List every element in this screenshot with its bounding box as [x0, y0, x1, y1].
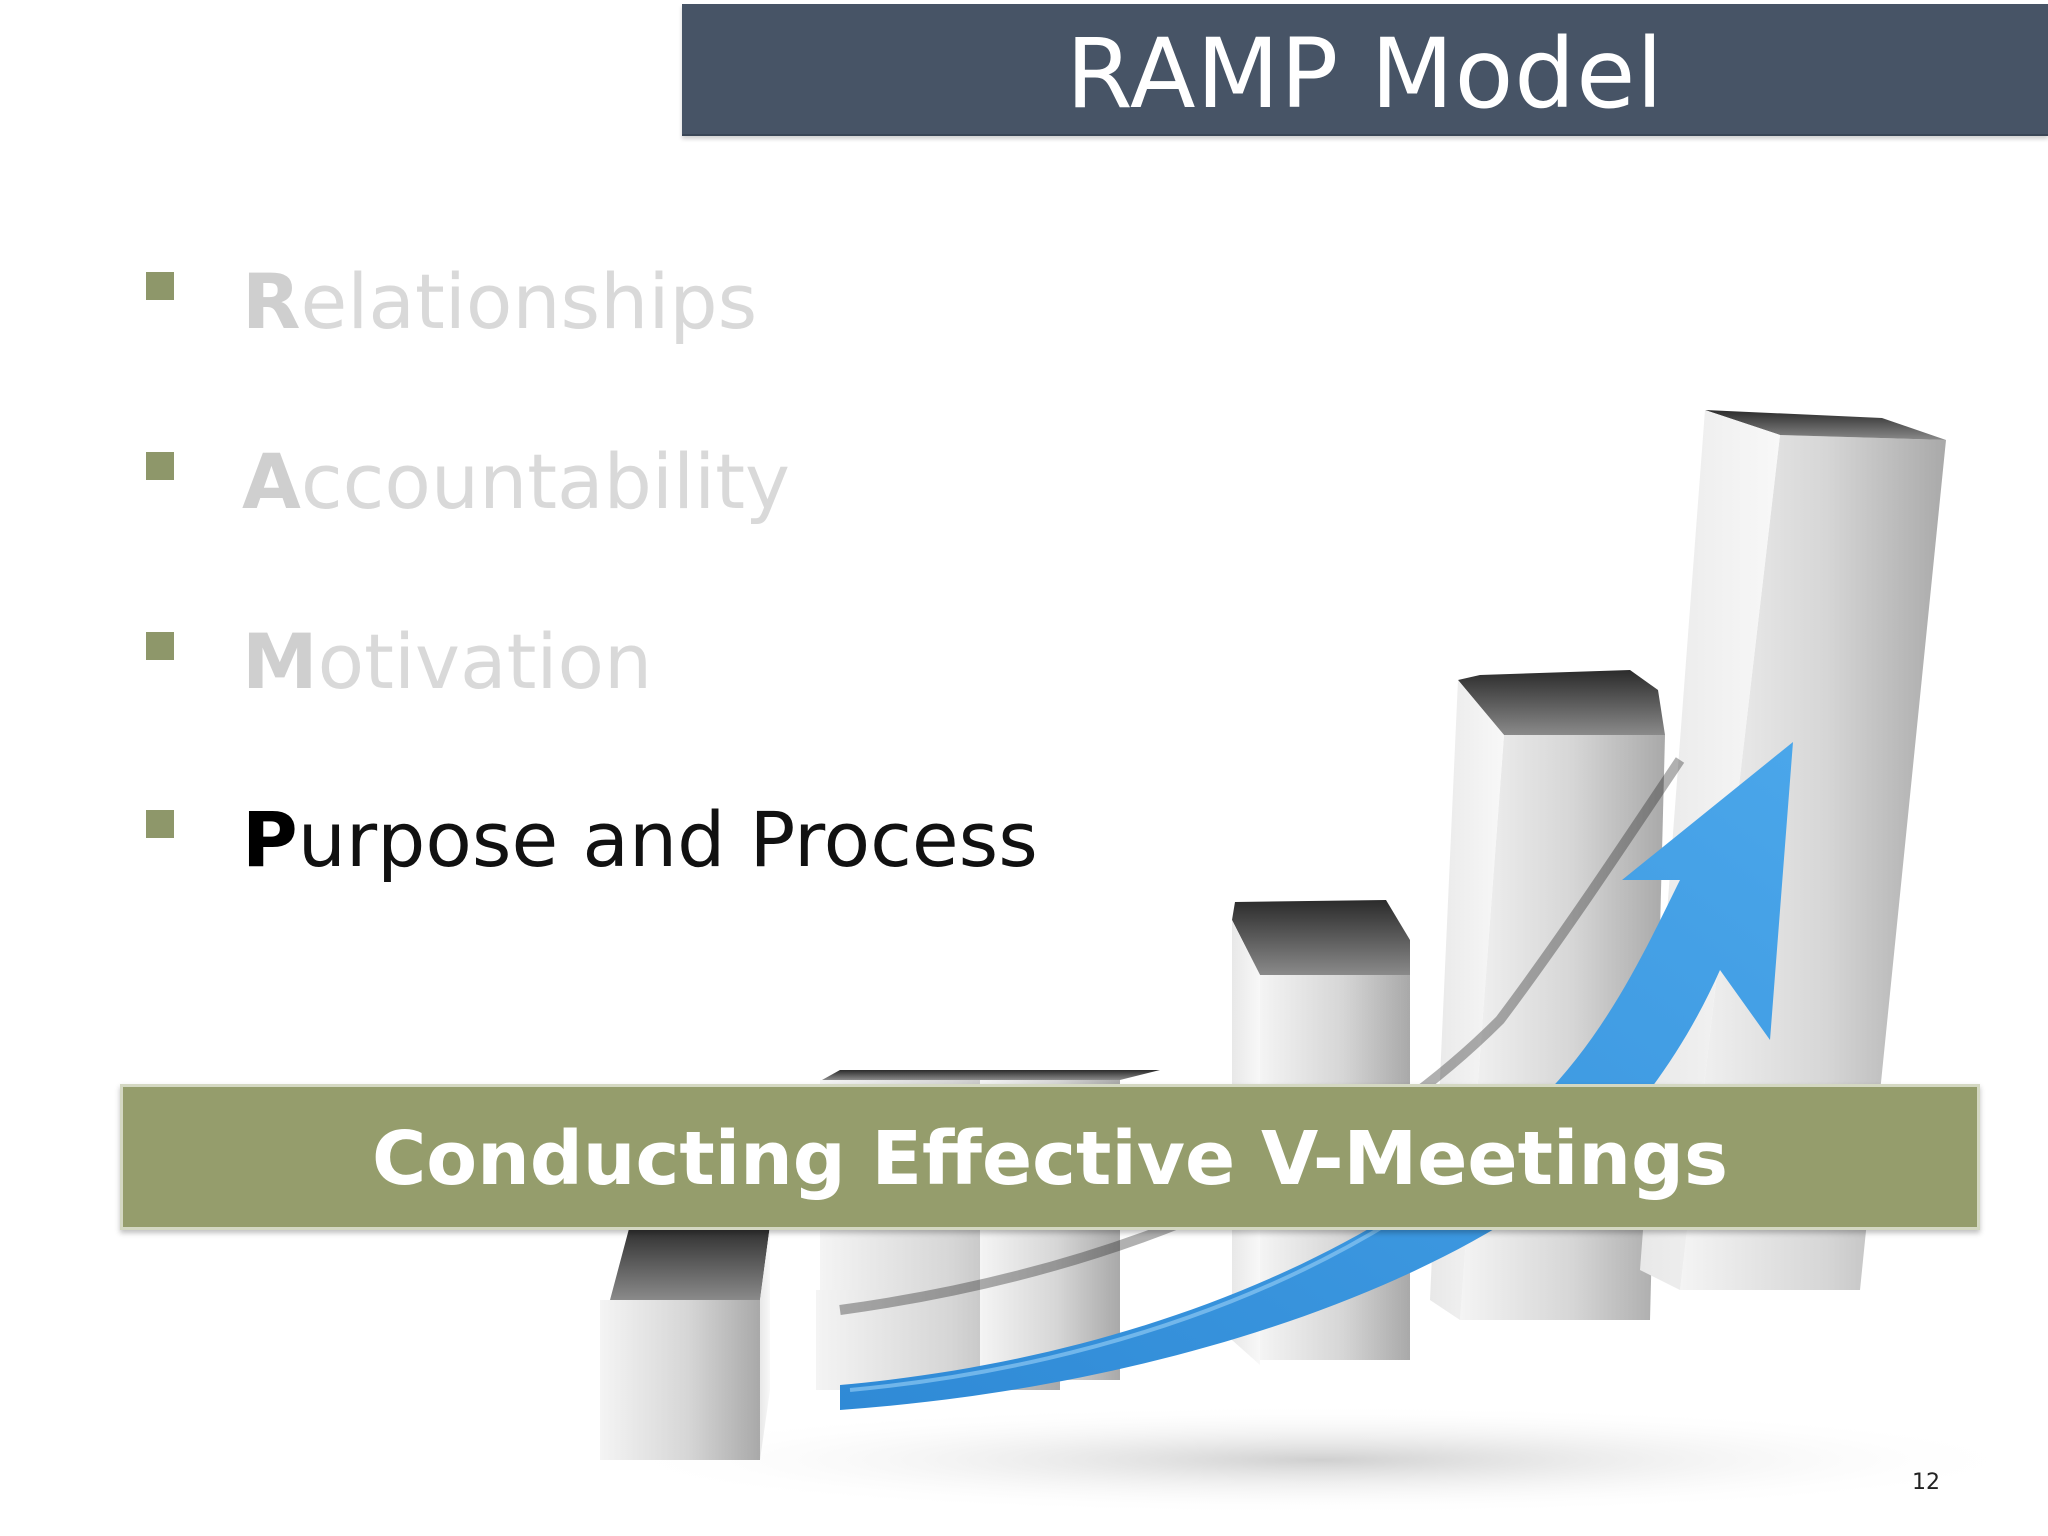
bullet-rest: elationships [300, 257, 758, 346]
floor-shadow [600, 1405, 2040, 1510]
bullet-initial: M [242, 617, 318, 706]
bullet-square-icon [146, 810, 174, 838]
bullet-rest: ccountability [300, 437, 790, 526]
bullet-text: Accountability [242, 432, 790, 532]
bullet-rest: urpose and Process [297, 795, 1038, 884]
banner: Conducting Effective V-Meetings [120, 1084, 1980, 1230]
bullet-rest: otivation [317, 617, 653, 706]
bar-1 [600, 1225, 770, 1460]
bullet-initial: A [242, 437, 301, 526]
bullet-square-icon [146, 272, 174, 300]
banner-text: Conducting Effective V-Meetings [371, 1116, 1729, 1202]
bullet-square-icon [146, 452, 174, 480]
rising-arrow [840, 742, 1793, 1410]
bullet-text: Relationships [242, 252, 757, 352]
page-number: 12 [1912, 1470, 1940, 1495]
bullet-square-icon [146, 632, 174, 660]
growth-chart-illustration [600, 410, 2040, 1510]
title-bar: RAMP Model [682, 4, 2048, 136]
bullet-initial: R [242, 257, 301, 346]
bullet-text: Purpose and Process [242, 790, 1038, 890]
slide-title: RAMP Model [1066, 18, 1664, 130]
bullet-text: Motivation [242, 612, 652, 712]
bullet-initial: P [242, 795, 298, 884]
